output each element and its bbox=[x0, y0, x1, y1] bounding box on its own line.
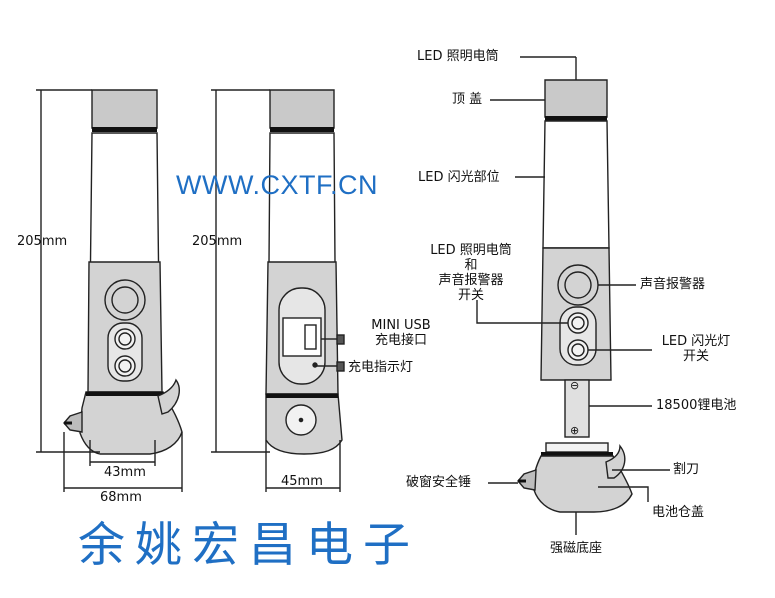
charge-indicator-led bbox=[312, 362, 318, 368]
exploded-top-cap bbox=[544, 79, 608, 118]
left-inner-width-label: 43mm bbox=[104, 465, 146, 480]
company-name: 余姚宏昌电子 bbox=[78, 518, 420, 573]
magnet-base-label: 强磁底座 bbox=[550, 541, 603, 556]
exploded-tube-body bbox=[542, 120, 610, 249]
switch-label-line3: 声音报警器 bbox=[438, 273, 504, 288]
led-lamp-label: LED 照明电筒 bbox=[417, 49, 499, 64]
exploded-siren-ring bbox=[564, 271, 592, 299]
exploded-button-top bbox=[567, 312, 589, 334]
switch-label: LED 照明电筒 和 声音报警器 开关 bbox=[418, 243, 524, 303]
usb-port-label-line2: 充电接口 bbox=[374, 333, 427, 348]
leader-battery-cover bbox=[598, 486, 649, 502]
middle-height-label: 205mm bbox=[192, 234, 243, 249]
switch-label-line2: 和 bbox=[464, 258, 478, 273]
left-cap-band bbox=[92, 127, 157, 132]
switch-label-line4: 开关 bbox=[457, 288, 484, 303]
top-cap-label: 顶 盖 bbox=[452, 92, 483, 107]
middle-base-band bbox=[266, 394, 338, 398]
flash-switch-label-line1: LED 闪光灯 bbox=[661, 334, 731, 349]
left-flashlight-view bbox=[36, 89, 183, 492]
battery-plus-symbol: ⊕ bbox=[570, 424, 580, 437]
exploded-siren-window bbox=[557, 264, 599, 306]
cutter-label: 割刀 bbox=[673, 462, 700, 477]
left-button-top bbox=[114, 328, 136, 350]
exploded-cap-band bbox=[545, 116, 607, 121]
usb-port-socket bbox=[304, 324, 317, 350]
battery-label: 18500锂电池 bbox=[656, 398, 737, 413]
middle-width-label: 45mm bbox=[281, 474, 323, 489]
left-siren-window bbox=[104, 279, 146, 321]
hammer-label: 破窗安全锤 bbox=[406, 475, 472, 490]
usb-port-label-line1: MINI USB bbox=[371, 318, 431, 333]
middle-flashlight-view bbox=[211, 89, 345, 492]
left-outer-width-label: 68mm bbox=[100, 490, 142, 505]
flash-part-label: LED 闪光部位 bbox=[418, 170, 500, 185]
usb-port-label: MINI USB 充电接口 bbox=[362, 318, 440, 348]
flash-switch-label: LED 闪光灯 开关 bbox=[655, 334, 737, 364]
flash-switch-label-line2: 开关 bbox=[682, 349, 709, 364]
exploded-button-bottom bbox=[567, 339, 589, 361]
middle-top-cap bbox=[269, 89, 335, 129]
middle-magnet-dot bbox=[298, 417, 304, 423]
left-siren-ring bbox=[111, 286, 139, 314]
left-top-cap bbox=[91, 89, 158, 129]
indicator-leader-block bbox=[336, 361, 345, 372]
left-base bbox=[79, 391, 183, 455]
left-button-top-core bbox=[118, 332, 132, 346]
left-cutter-hook bbox=[157, 378, 180, 415]
battery-cell bbox=[564, 379, 590, 438]
base-thread-ring bbox=[545, 442, 609, 453]
usb-leader-block bbox=[336, 334, 345, 345]
siren-label: 声音报警器 bbox=[640, 277, 706, 292]
left-hammer-tip bbox=[63, 411, 83, 433]
battery-minus-symbol: ⊖ bbox=[570, 379, 580, 392]
middle-cap-band bbox=[270, 127, 334, 132]
exploded-hammer-tip bbox=[517, 469, 537, 491]
base-thread-band bbox=[541, 452, 613, 456]
indicator-label: 充电指示灯 bbox=[348, 360, 414, 375]
leader-switch bbox=[476, 300, 568, 324]
exploded-button-bottom-core bbox=[571, 343, 585, 357]
exploded-button-top-core bbox=[571, 316, 585, 330]
switch-label-line1: LED 照明电筒 bbox=[430, 243, 512, 258]
left-button-bottom bbox=[114, 355, 136, 377]
exploded-view bbox=[476, 56, 670, 535]
battery-cover-label: 电池仓盖 bbox=[652, 505, 705, 520]
left-height-label: 205mm bbox=[17, 234, 68, 249]
left-button-bottom-core bbox=[118, 359, 132, 373]
left-base-band bbox=[86, 392, 163, 396]
website-watermark: WWW.CXTF.CN bbox=[176, 170, 378, 200]
